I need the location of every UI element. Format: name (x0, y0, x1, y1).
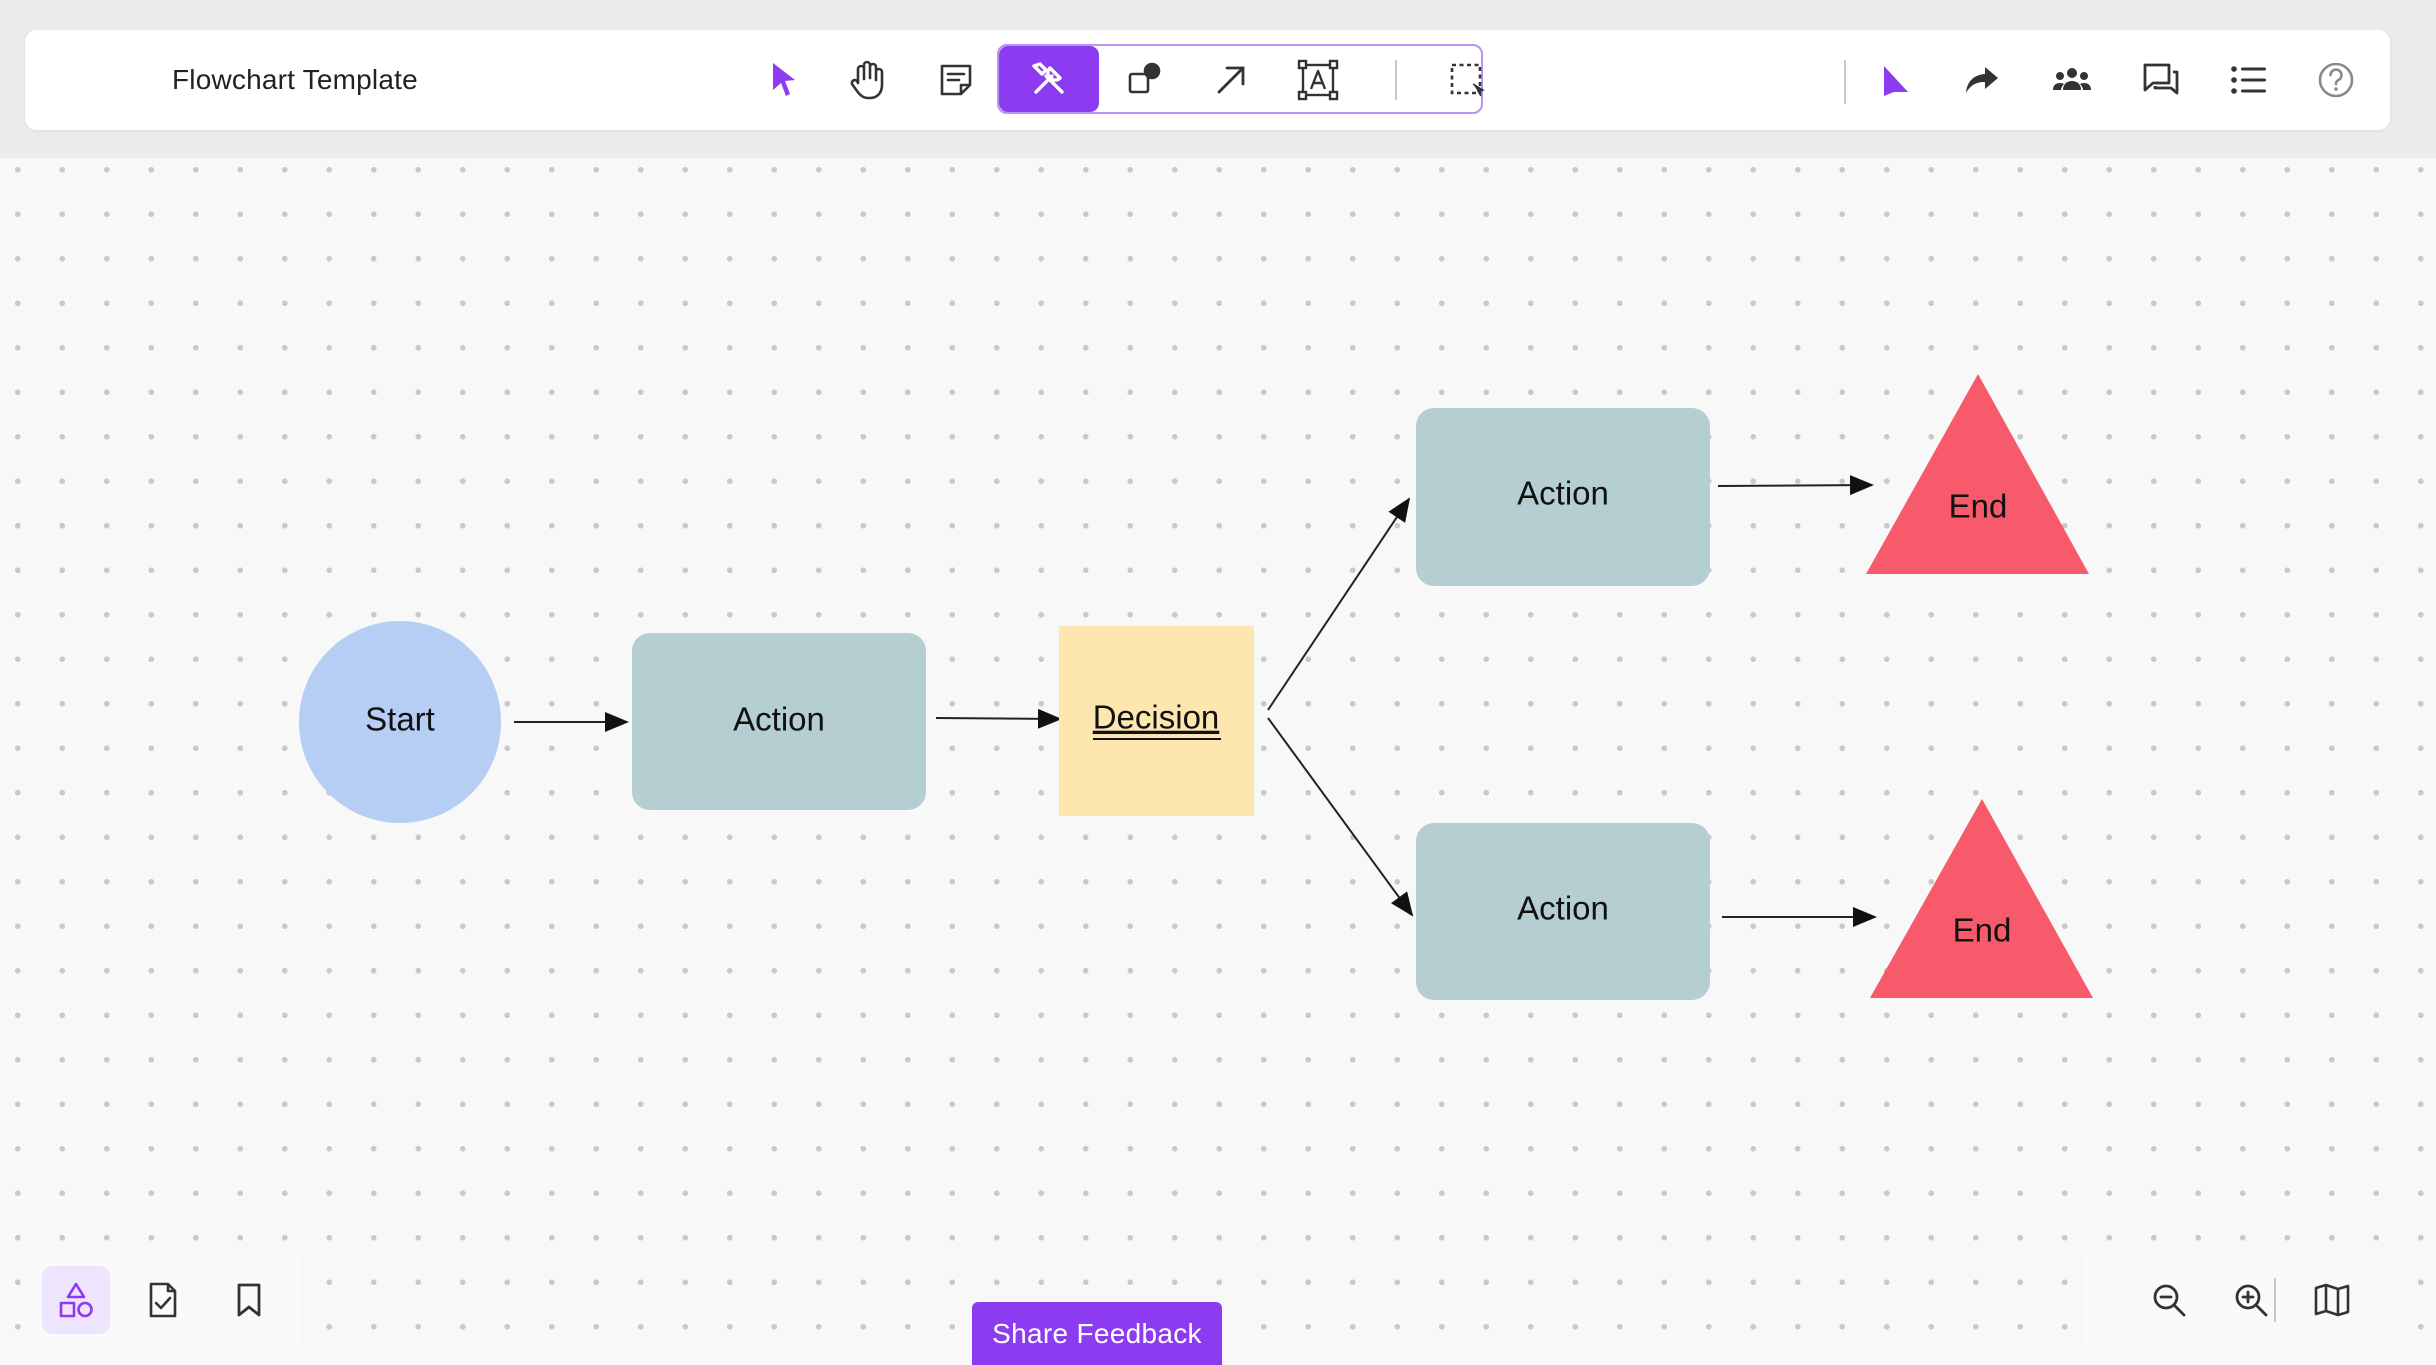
select-frame-icon (1450, 63, 1486, 97)
checklist-button[interactable] (129, 1266, 197, 1334)
minimap-button[interactable] (2298, 1266, 2366, 1334)
share-feedback-button[interactable]: Share Feedback (972, 1302, 1222, 1365)
build-tool-button[interactable] (999, 46, 1099, 112)
action-node-1-label: Action (733, 701, 825, 738)
sticky-note-icon (940, 64, 972, 96)
action-node-1[interactable]: Action (632, 633, 926, 810)
comments-icon (2143, 63, 2179, 95)
help-button[interactable] (2301, 50, 2371, 110)
text-box-icon (1297, 59, 1339, 101)
start-node[interactable]: Start (299, 621, 501, 823)
tool-group (997, 44, 1483, 114)
end-node-1-label: End (1949, 488, 2008, 525)
shapes-tool-button[interactable] (1110, 50, 1180, 110)
action-node-3[interactable]: Action (1416, 823, 1710, 1000)
present-button[interactable] (1860, 50, 1930, 110)
pan-tool-button[interactable] (832, 50, 902, 110)
toolbar-right-divider (1844, 60, 1846, 104)
connector-tool-button[interactable] (1196, 50, 1266, 110)
text-tool-button[interactable] (1283, 50, 1353, 110)
help-icon (2318, 62, 2354, 98)
decision-node-label: Decision (1093, 699, 1220, 736)
outline-list-icon (2231, 66, 2266, 94)
zoom-out-button[interactable] (2135, 1266, 2203, 1334)
connector-decision-action-bottom[interactable] (1267, 717, 1414, 917)
action-node-3-label: Action (1517, 890, 1609, 927)
connector-action-decision[interactable] (935, 708, 1062, 729)
bookmark-button[interactable] (215, 1266, 283, 1334)
zoom-in-icon (2235, 1284, 2268, 1317)
toolbar-divider (1395, 60, 1397, 100)
present-play-icon (1884, 66, 1908, 96)
map-icon (2314, 1283, 2350, 1317)
collaborators-icon (2053, 68, 2091, 90)
hand-pan-icon (850, 60, 884, 100)
select-tool-button[interactable] (749, 50, 819, 110)
shapes-library-icon (59, 1282, 93, 1318)
connector-decision-action-top[interactable] (1267, 497, 1411, 711)
zoom-out-icon (2153, 1284, 2186, 1317)
shapes-library-button[interactable] (42, 1266, 110, 1334)
cursor-arrow-icon (773, 63, 795, 96)
shapes-icon (1128, 62, 1161, 94)
select-frame-tool-button[interactable] (1432, 50, 1502, 110)
share-arrow-icon (1966, 67, 1998, 93)
connector-action-end-top[interactable] (1717, 475, 1874, 496)
collaborators-button[interactable] (2037, 50, 2107, 110)
action-node-2[interactable]: Action (1416, 408, 1710, 586)
bottom-left-panel (25, 1250, 301, 1350)
bottom-right-panel (2084, 1250, 2390, 1350)
zoom-in-button[interactable] (2217, 1266, 2285, 1334)
build-tools-icon (1032, 62, 1064, 94)
end-node-1[interactable]: End (1866, 374, 2089, 574)
bookmark-icon (237, 1283, 261, 1317)
decision-node[interactable]: Decision (1059, 626, 1254, 816)
checklist-doc-icon (149, 1282, 177, 1318)
end-node-2-label: End (1953, 912, 2012, 949)
action-node-2-label: Action (1517, 475, 1609, 512)
arrow-line-icon (1217, 66, 1245, 94)
start-node-label: Start (365, 701, 435, 738)
comments-button[interactable] (2126, 50, 2196, 110)
sticky-note-tool-button[interactable] (921, 50, 991, 110)
outline-button[interactable] (2214, 50, 2284, 110)
document-title[interactable]: Flowchart Template (172, 64, 418, 95)
share-button[interactable] (1947, 50, 2017, 110)
end-node-2[interactable]: End (1870, 799, 2093, 998)
bottom-right-divider (2274, 1278, 2276, 1322)
top-toolbar: Flowchart Template (25, 30, 2390, 130)
